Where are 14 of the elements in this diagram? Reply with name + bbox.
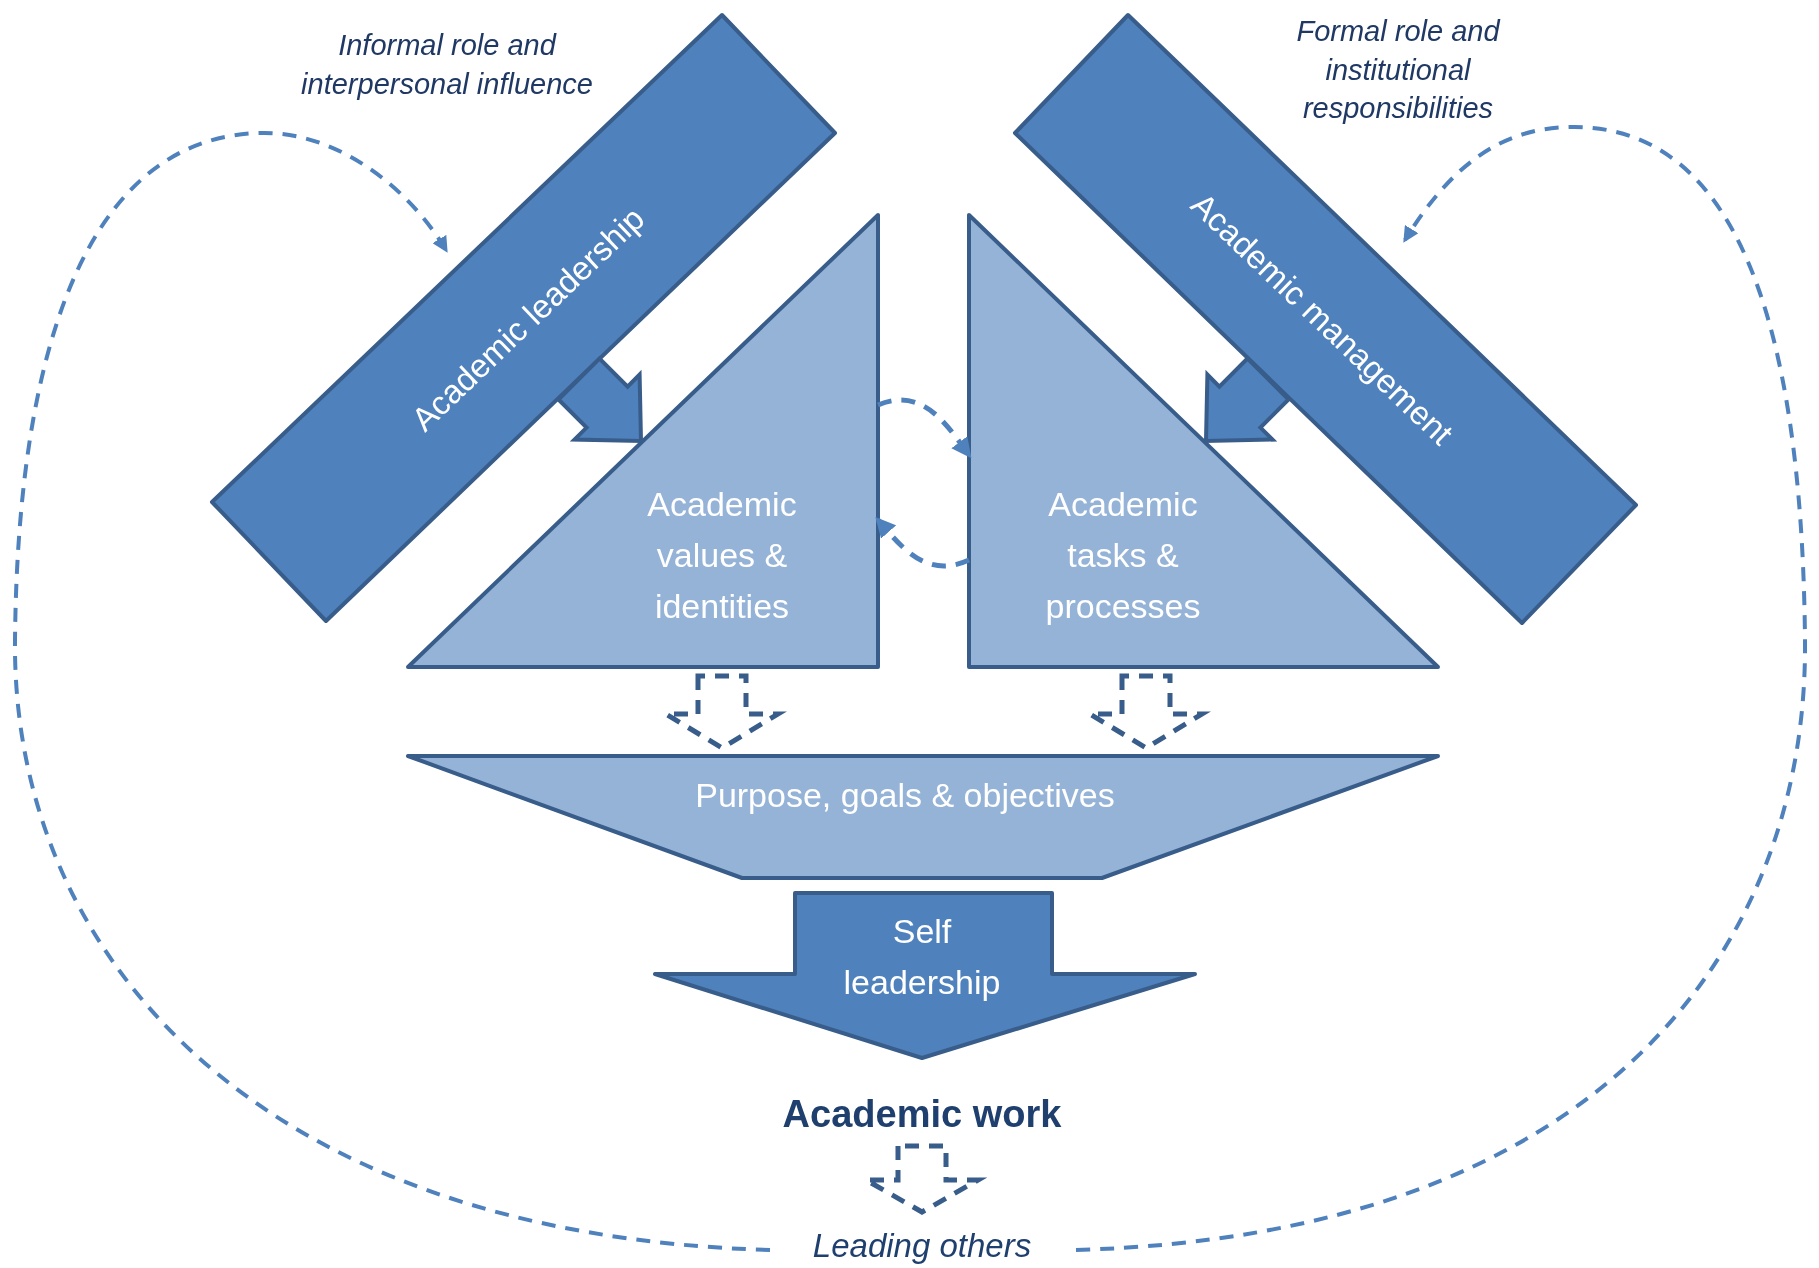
dashed-arrow: [13, 131, 771, 1252]
annotation-text: Formal role and institutional responsibilities: [1295, 14, 1502, 127]
caption-text: Leading others: [772, 1221, 1072, 1268]
dashed-arrow: [877, 397, 972, 459]
dashed-arrow: [875, 517, 970, 569]
node-label: Purpose, goals & objectives: [694, 774, 1116, 816]
node-label: Academic tasks & processes: [1044, 483, 1202, 627]
annotation-text: Informal role and interpersonal influence: [300, 28, 594, 102]
heading: Academic work: [722, 1085, 1122, 1143]
block-arrow: [555, 355, 644, 444]
node-label: Self leadership: [842, 911, 1002, 1003]
block-arrow: [1203, 355, 1292, 444]
node-label: Academic values & identities: [646, 483, 798, 627]
dashed-arrow: [1075, 125, 1807, 1252]
